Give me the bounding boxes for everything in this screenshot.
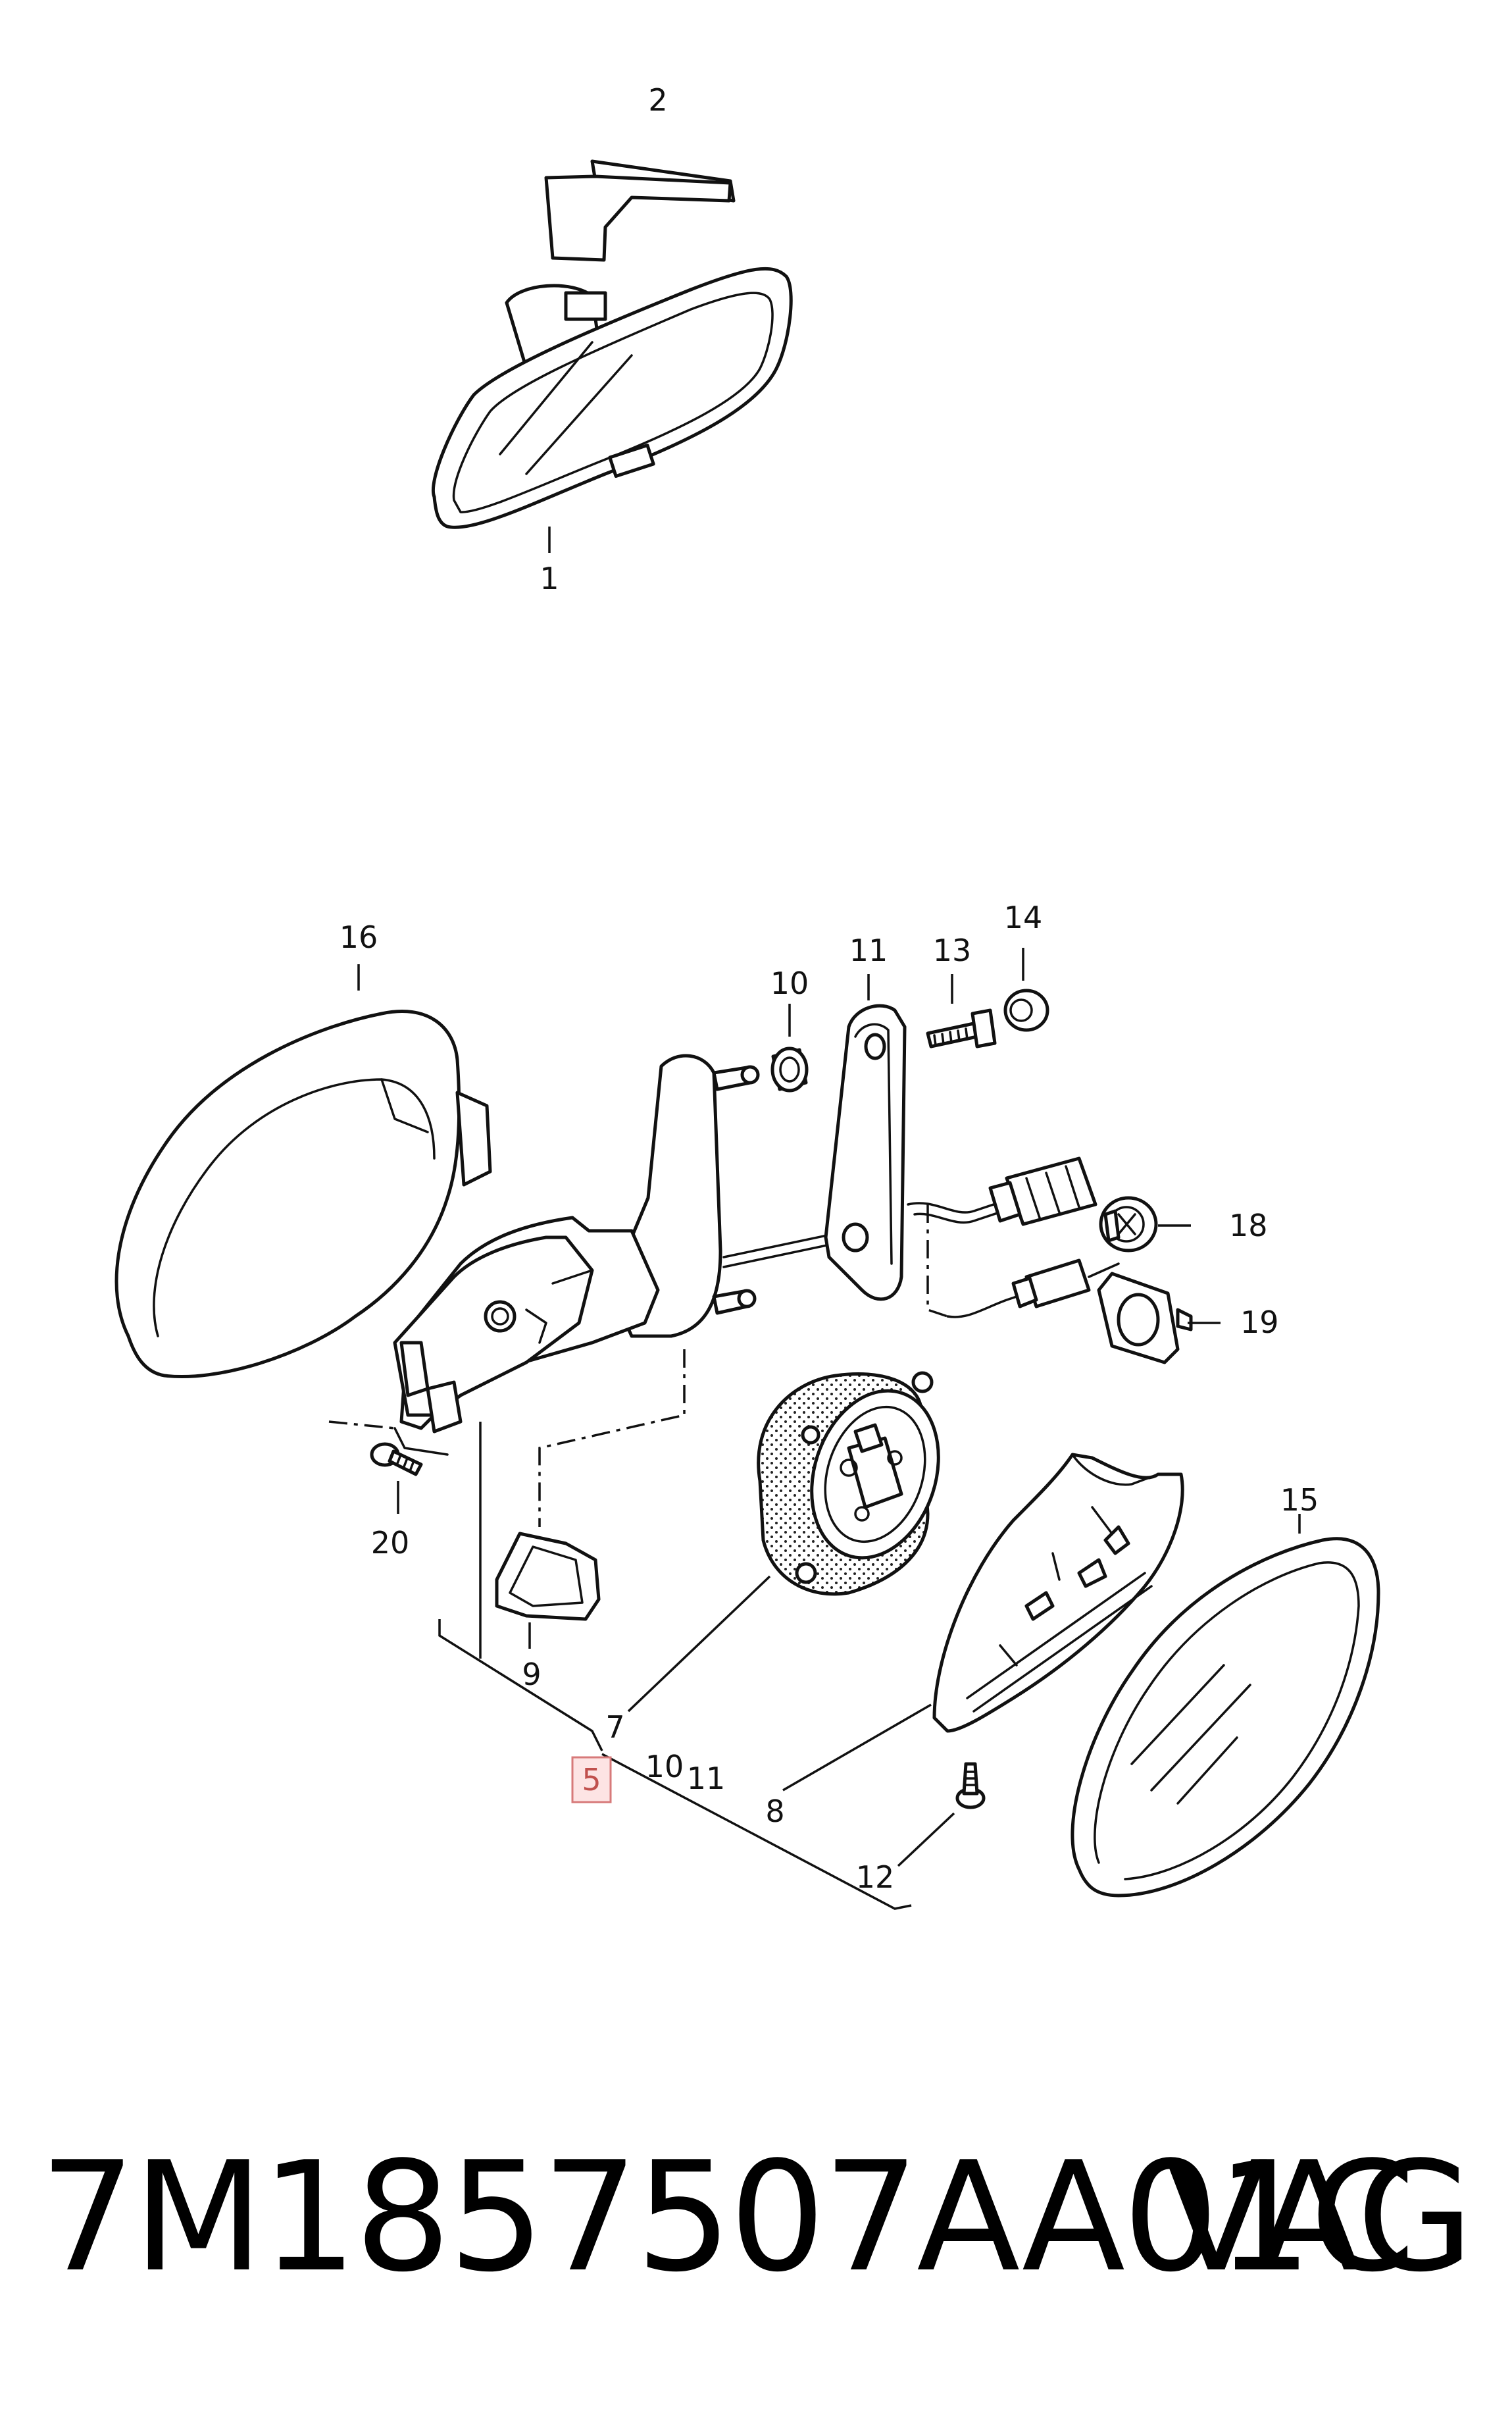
mirror-housing-cover-part <box>114 964 492 1379</box>
callout-16: 16 <box>340 919 378 955</box>
callout-2: 2 <box>648 82 667 118</box>
screw-part-12 <box>897 1762 986 1867</box>
callout-9: 9 <box>522 1657 541 1692</box>
callout-20: 20 <box>371 1525 410 1561</box>
rubber-bush-part <box>770 1004 809 1093</box>
callout-10: 10 <box>770 966 809 1001</box>
callout-14: 14 <box>1004 900 1043 935</box>
mirror-base-assembly <box>393 1054 850 1456</box>
bulb-holder-part <box>1099 1196 1191 1253</box>
adjustment-motor-part <box>627 1371 940 1713</box>
cover-cap-part <box>495 1349 686 1649</box>
callout-11: 11 <box>849 933 888 968</box>
bolt-part <box>926 974 997 1048</box>
callout-19: 19 <box>1240 1305 1279 1340</box>
callout-7: 7 <box>605 1709 624 1745</box>
rearview-mirror-part <box>432 267 793 553</box>
callout-10-assembly: 10 <box>645 1749 684 1784</box>
callout-8: 8 <box>765 1794 784 1829</box>
wiring-harness <box>907 1156 1120 1318</box>
footer: 7M1857507AA01C VAG <box>0 2126 1512 2310</box>
callout-13: 13 <box>933 933 972 968</box>
callout-5: 5 <box>582 1762 601 1797</box>
gasket-part <box>1097 1272 1221 1364</box>
callout-labels: 2 1 16 10 11 13 14 18 19 15 20 9 7 10 11… <box>340 82 1319 1895</box>
brand-name: VAG <box>1164 2130 1474 2306</box>
callout-5-highlight[interactable]: 5 <box>571 1756 612 1803</box>
mounting-plate-part <box>824 974 907 1301</box>
callout-12: 12 <box>856 1859 895 1895</box>
housing-base-part <box>782 1453 1184 1792</box>
mount-bracket-part <box>544 159 736 262</box>
mirror-glass-part <box>1071 1514 1380 1898</box>
screw-part-20 <box>328 1420 423 1514</box>
callout-15: 15 <box>1280 1482 1319 1518</box>
callout-18: 18 <box>1229 1208 1268 1243</box>
callout-11-assembly: 11 <box>687 1761 726 1796</box>
assembly-leader-lines <box>438 1422 912 1910</box>
part-number: 7M1857507AA01C <box>39 2130 1415 2306</box>
nut-cap-part <box>1003 948 1049 1032</box>
callout-1: 1 <box>540 561 559 596</box>
